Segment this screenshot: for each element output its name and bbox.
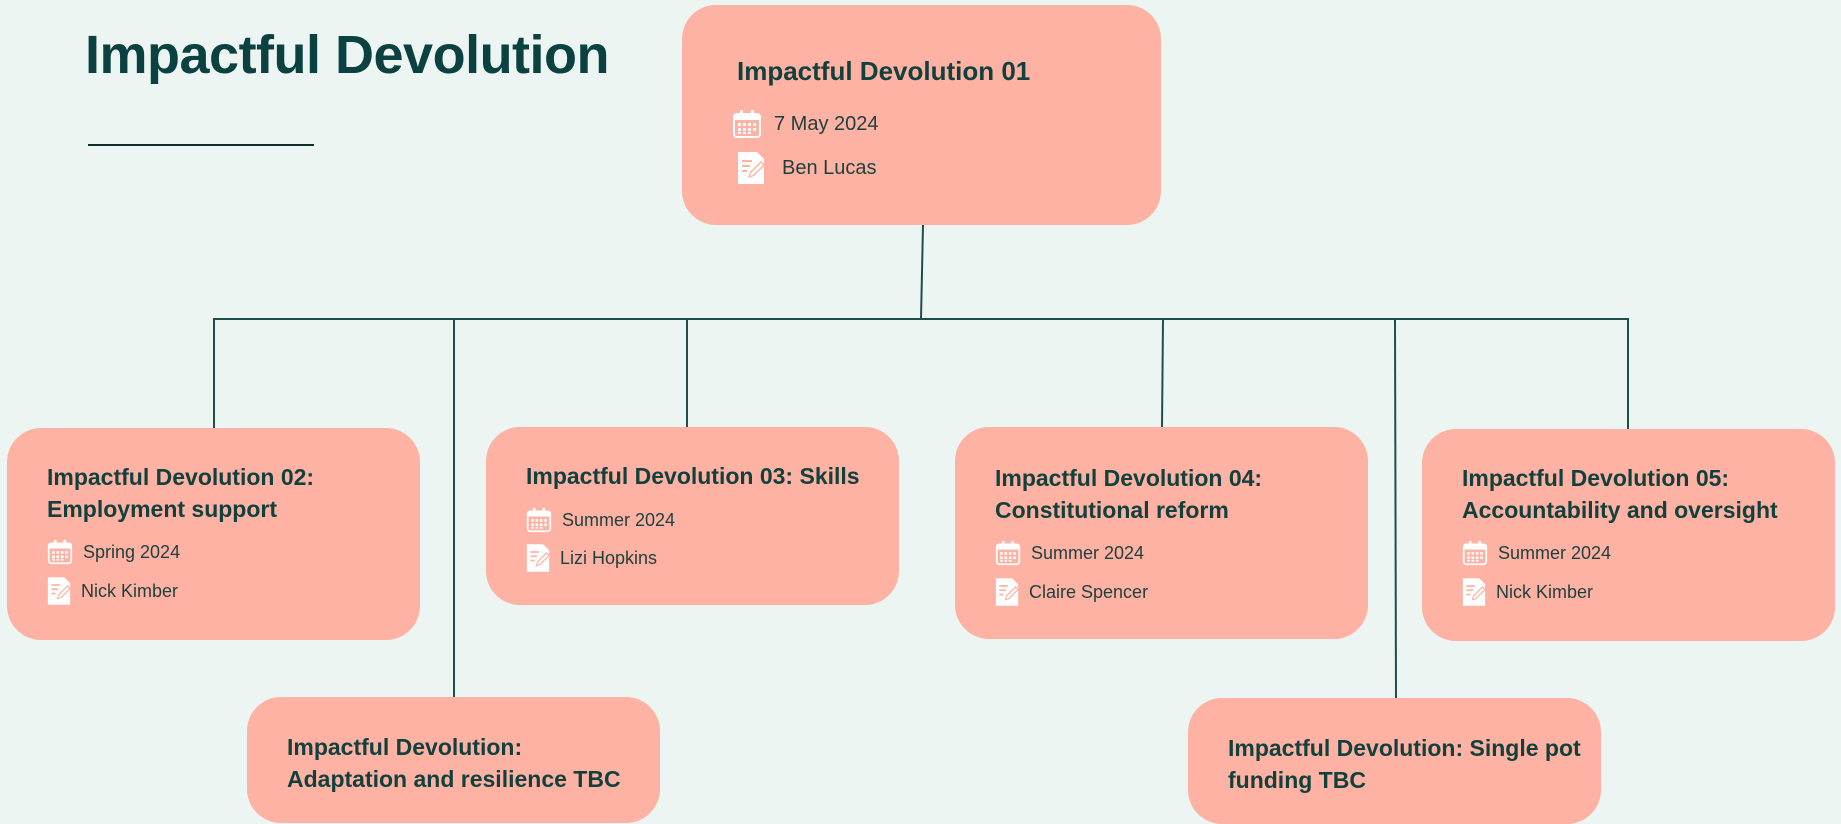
node-title-line1: Impactful Devolution 05: — [1462, 465, 1730, 491]
node-date: Summer 2024 — [562, 509, 676, 530]
node-title: Impactful Devolution 02: Employment supp… — [47, 461, 314, 525]
node-date-row: Summer 2024 — [1462, 540, 1611, 566]
node-author-row: Nick Kimber — [1462, 577, 1593, 607]
node-title: Impactful Devolution: Single pot funding… — [1228, 732, 1581, 796]
node-author-row: Claire Spencer — [995, 577, 1148, 607]
node-impactful-devolution-05: Impactful Devolution 05: Accountability … — [1422, 429, 1835, 641]
node-date: Summer 2024 — [1031, 542, 1145, 563]
node-title: Impactful Devolution 01 — [737, 56, 1031, 86]
node-author: Claire Spencer — [1029, 581, 1149, 602]
node-title-line2: Constitutional reform — [995, 497, 1229, 523]
node-title-line2: Accountability and oversight — [1462, 497, 1778, 523]
node-adaptation-and-resilience: Impactful Devolution: Adaptation and res… — [247, 697, 660, 823]
node-title-line2: Employment support — [47, 496, 278, 522]
node-impactful-devolution-02: Impactful Devolution 02: Employment supp… — [7, 428, 420, 640]
node-title: Impactful Devolution: Adaptation and res… — [287, 731, 621, 795]
node-title: Impactful Devolution 03: Skills — [526, 460, 860, 492]
calendar-icon — [1462, 540, 1488, 566]
edit-document-icon — [47, 576, 71, 606]
node-author-row: Ben Lucas — [737, 151, 877, 185]
node-title-line1: Impactful Devolution 03: Skills — [526, 463, 860, 489]
node-date-row: Spring 2024 — [47, 539, 180, 565]
edit-document-icon — [1462, 577, 1486, 607]
node-title-line1: Impactful Devolution 04: — [995, 465, 1263, 491]
node-date: Summer 2024 — [1498, 542, 1612, 563]
node-date-row: Summer 2024 — [526, 507, 675, 533]
node-title-line2: Adaptation and resilience TBC — [287, 766, 621, 792]
calendar-icon — [995, 540, 1021, 566]
node-author: Nick Kimber — [1496, 581, 1594, 602]
node-author: Ben Lucas — [782, 156, 877, 179]
node-author: Nick Kimber — [81, 580, 179, 601]
node-title-line1: Impactful Devolution: Single pot — [1228, 735, 1581, 761]
node-impactful-devolution-04: Impactful Devolution 04: Constitutional … — [955, 427, 1368, 639]
connector-to-04 — [1161, 318, 1164, 428]
node-author-row: Nick Kimber — [47, 576, 178, 606]
edit-document-icon — [995, 577, 1019, 607]
node-title: Impactful Devolution 04: Constitutional … — [995, 462, 1262, 526]
calendar-icon — [526, 507, 552, 533]
node-title-line1: Impactful Devolution: — [287, 734, 523, 760]
node-impactful-devolution-01: Impactful Devolution 01 7 May 2024 — [682, 5, 1161, 225]
connector-root-trunk — [920, 224, 924, 320]
calendar-icon — [47, 539, 73, 565]
node-date: 7 May 2024 — [774, 112, 879, 135]
connector-to-single-pot — [1394, 318, 1397, 699]
edit-document-icon — [737, 151, 765, 185]
node-author: Lizi Hopkins — [560, 547, 658, 568]
node-date-row: 7 May 2024 — [732, 109, 879, 139]
node-title-line2: funding TBC — [1228, 767, 1366, 793]
edit-document-icon — [526, 543, 550, 573]
title-underline — [88, 144, 314, 146]
node-date-row: Summer 2024 — [995, 540, 1144, 566]
node-impactful-devolution-03: Impactful Devolution 03: Skills Summer 2… — [486, 427, 899, 605]
node-title-line1: Impactful Devolution 02: — [47, 464, 315, 490]
node-date: Spring 2024 — [83, 541, 181, 562]
node-single-pot-funding: Impactful Devolution: Single pot funding… — [1188, 698, 1601, 824]
calendar-icon — [732, 109, 762, 139]
node-title: Impactful Devolution 05: Accountability … — [1462, 462, 1778, 526]
node-author-row: Lizi Hopkins — [526, 543, 657, 573]
page-title: Impactful Devolution — [85, 25, 610, 85]
